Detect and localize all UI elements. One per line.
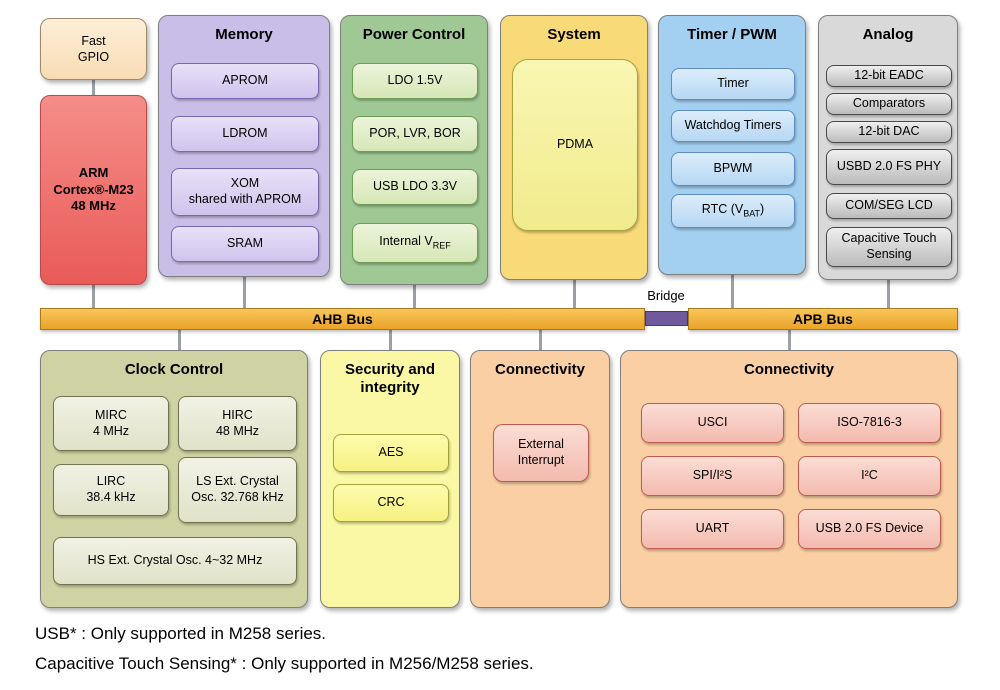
vref-label: Internal VREF — [379, 234, 451, 251]
ahb-bus: AHB Bus — [40, 308, 645, 330]
bridge-label: Bridge — [647, 288, 685, 303]
analog-item-captouch: Capacitive Touch Sensing — [826, 227, 952, 267]
memory-title: Memory — [215, 26, 273, 43]
memory-item-ldrom: LDROM — [171, 116, 319, 152]
connector-ahb-clock — [178, 330, 181, 350]
connector-memory-ahb — [243, 277, 246, 308]
clock-item-lirc: LIRC 38.4 kHz — [53, 464, 169, 516]
connector-ahb-security — [389, 330, 392, 350]
memory-item-aprom: APROM — [171, 63, 319, 99]
connectivity-item-uart: UART — [641, 509, 784, 549]
connectivity-item-spi-i2s: SPI/I²S — [641, 456, 784, 496]
system-title: System — [547, 26, 601, 43]
power-control-title: Power Control — [362, 26, 466, 43]
power-item-por: POR, LVR, BOR — [352, 116, 478, 152]
rtc-label: RTC (VBAT) — [701, 202, 765, 219]
analog-item-usbd-phy: USBD 2.0 FS PHY — [826, 149, 952, 185]
arm-core-label: ARM Cortex®-M23 48 MHz — [53, 164, 134, 214]
connector-ahb-connectivity — [539, 330, 542, 350]
clock-control-title: Clock Control — [124, 361, 224, 378]
connectivity-title: Connectivity — [743, 361, 834, 378]
clock-item-mirc: MIRC 4 MHz — [53, 396, 169, 451]
timer-item-timer: Timer — [671, 68, 795, 100]
system-item-pdma: PDMA — [512, 59, 638, 231]
block-timer-pwm: Timer / PWM Timer Watchdog Timers BPWM R… — [658, 15, 806, 275]
connectivity-item-external-interrupt: External Interrupt — [493, 424, 589, 482]
connector-fastgpio-arm — [92, 80, 95, 96]
note-captouch: Capacitive Touch Sensing* : Only support… — [35, 654, 534, 673]
apb-bus: APB Bus — [688, 308, 958, 330]
note-usb: USB* : Only supported in M258 series. — [35, 624, 327, 643]
connectivity-item-i2c: I²C — [798, 456, 941, 496]
fast-gpio-label: Fast GPIO — [77, 33, 110, 64]
clock-item-hirc: HIRC 48 MHz — [178, 396, 297, 451]
security-item-aes: AES — [333, 434, 449, 472]
timer-item-rtc: RTC (VBAT) — [671, 194, 795, 228]
connector-apb-connectivity — [788, 330, 791, 350]
block-security: Security and integrity AES CRC — [320, 350, 460, 608]
analog-item-comparators: Comparators — [826, 93, 952, 115]
connector-timer-apb — [731, 275, 734, 308]
power-item-ldo15: LDO 1.5V — [352, 63, 478, 99]
connectivity-item-iso7816: ISO-7816-3 — [798, 403, 941, 443]
connector-analog-apb — [887, 280, 890, 308]
memory-item-sram: SRAM — [171, 226, 319, 262]
block-fast-gpio: Fast GPIO — [40, 18, 147, 80]
clock-item-hs-crystal: HS Ext. Crystal Osc. 4~32 MHz — [53, 537, 297, 585]
power-item-usbldo: USB LDO 3.3V — [352, 169, 478, 205]
apb-bus-label: APB Bus — [793, 311, 853, 327]
block-connectivity: Connectivity USCI ISO-7816-3 SPI/I²S I²C… — [620, 350, 958, 608]
connectivity-item-usci: USCI — [641, 403, 784, 443]
timer-item-bpwm: BPWM — [671, 152, 795, 186]
analog-item-lcd: COM/SEG LCD — [826, 193, 952, 219]
block-clock-control: Clock Control MIRC 4 MHz HIRC 48 MHz LIR… — [40, 350, 308, 608]
block-memory: Memory APROM LDROM XOM shared with APROM… — [158, 15, 330, 277]
analog-title: Analog — [862, 26, 914, 43]
connectivity-item-usb-device: USB 2.0 FS Device — [798, 509, 941, 549]
analog-item-eadc: 12-bit EADC — [826, 65, 952, 87]
security-item-crc: CRC — [333, 484, 449, 522]
block-power-control: Power Control LDO 1.5V POR, LVR, BOR USB… — [340, 15, 488, 285]
power-item-vref: Internal VREF — [352, 223, 478, 263]
timer-pwm-title: Timer / PWM — [687, 26, 777, 43]
bridge — [645, 311, 688, 326]
connectivity-ext-title: Connectivity — [494, 361, 585, 378]
block-arm-core: ARM Cortex®-M23 48 MHz — [40, 95, 147, 285]
connector-arm-ahb — [92, 285, 95, 308]
block-system: System PDMA — [500, 15, 648, 280]
block-analog: Analog 12-bit EADC Comparators 12-bit DA… — [818, 15, 958, 280]
connector-power-ahb — [413, 285, 416, 308]
block-connectivity-ext: Connectivity External Interrupt — [470, 350, 610, 608]
memory-item-xom: XOM shared with APROM — [171, 168, 319, 216]
ahb-bus-label: AHB Bus — [312, 311, 373, 327]
timer-item-watchdog: Watchdog Timers — [671, 110, 795, 142]
clock-item-ls-crystal: LS Ext. Crystal Osc. 32.768 kHz — [178, 457, 297, 523]
connector-system-ahb — [573, 280, 576, 308]
security-title: Security and integrity — [344, 361, 436, 396]
analog-item-dac: 12-bit DAC — [826, 121, 952, 143]
